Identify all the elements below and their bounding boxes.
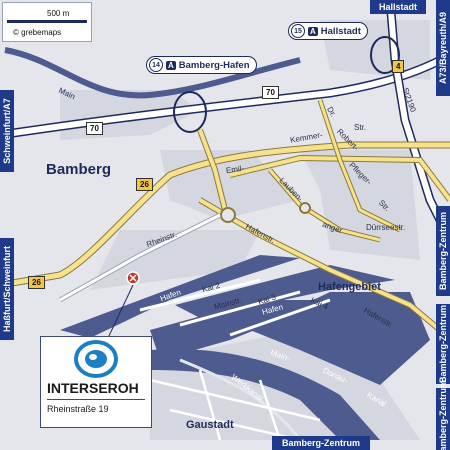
route-shield-b4: 4	[392, 60, 405, 73]
junction-name: Bamberg-Hafen	[178, 59, 250, 71]
street-label: Dürrseestr.	[366, 223, 406, 232]
edge-label-bamberg-zentrum: Bamberg-Zentrum	[272, 436, 370, 450]
motorway-icon: A	[166, 60, 176, 70]
company-address: Rheinstraße 19	[47, 404, 109, 414]
motorway-icon: A	[308, 26, 318, 36]
edge-label-schweinfurt-a7: Schweinfurt/A7	[0, 90, 14, 172]
route-shield-b26: 26	[136, 178, 153, 191]
route-shield-b26: 26	[28, 276, 45, 289]
edge-label-hassfurt: Haßfurt/Schweinfurt	[0, 238, 14, 340]
junction-number: 14	[149, 58, 163, 72]
junction-hallstadt[interactable]: 15 A Hallstadt	[288, 22, 368, 40]
junction-bamberg-hafen[interactable]: 14 A Bamberg-Hafen	[146, 56, 257, 74]
scale-bar: 500 m © grebemaps	[2, 2, 92, 42]
edge-label-bamberg-zentrum: Bamberg-Zentrum	[436, 380, 450, 450]
scale-copyright: © grebemaps	[13, 28, 62, 37]
city-label: Bamberg	[46, 161, 112, 178]
route-shield-a70: 70	[262, 86, 279, 99]
edge-label-hallstadt: Hallstadt	[370, 0, 426, 14]
scale-distance: 500 m	[47, 9, 70, 18]
district-label: Gaustadt	[186, 419, 234, 431]
company-info-box: INTERSEROH Rheinstraße 19	[40, 336, 152, 428]
street-label: Str.	[354, 123, 367, 132]
company-name: INTERSEROH	[47, 380, 139, 396]
route-shield-a70: 70	[86, 122, 103, 135]
interseroh-logo-icon	[74, 340, 118, 378]
harbor-label: Hafengebiet	[318, 281, 381, 293]
junction-name: Hallstadt	[320, 25, 361, 37]
edge-label-bamberg-zentrum: Bamberg-Zentrum	[436, 304, 450, 384]
edge-label-bamberg-zentrum: Bamberg-Zentrum	[436, 206, 450, 296]
junction-number: 15	[291, 24, 305, 38]
edge-label-a73: A73/Bayreuth/A9	[436, 0, 450, 96]
